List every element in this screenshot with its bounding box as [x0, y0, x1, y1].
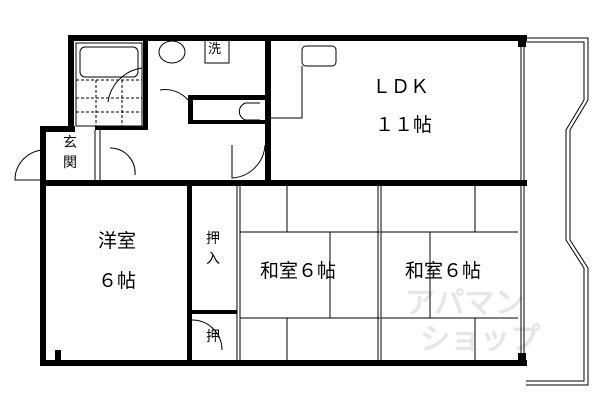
- genkan-label-2: 関: [63, 155, 77, 171]
- small-closet-label: 押: [206, 329, 220, 345]
- watermark-logo-2: ショップ: [420, 322, 540, 357]
- ldk-size: １１帖: [375, 114, 433, 136]
- closet-label-1: 押: [206, 231, 220, 247]
- genkan-label-1: 玄: [63, 135, 77, 151]
- washer-label: 洗: [208, 42, 222, 57]
- western-room-name: 洋室: [98, 230, 137, 252]
- walls: [40, 35, 527, 366]
- japanese-room-2-label: 和室６帖: [405, 260, 482, 282]
- japanese-room-1-label: 和室６帖: [260, 260, 337, 282]
- western-room-size: ６帖: [98, 270, 137, 292]
- ldk-name: ＬＤＫ: [372, 76, 430, 98]
- watermark-logo: アパマン: [405, 286, 525, 321]
- closet-label-2: 入: [206, 251, 220, 267]
